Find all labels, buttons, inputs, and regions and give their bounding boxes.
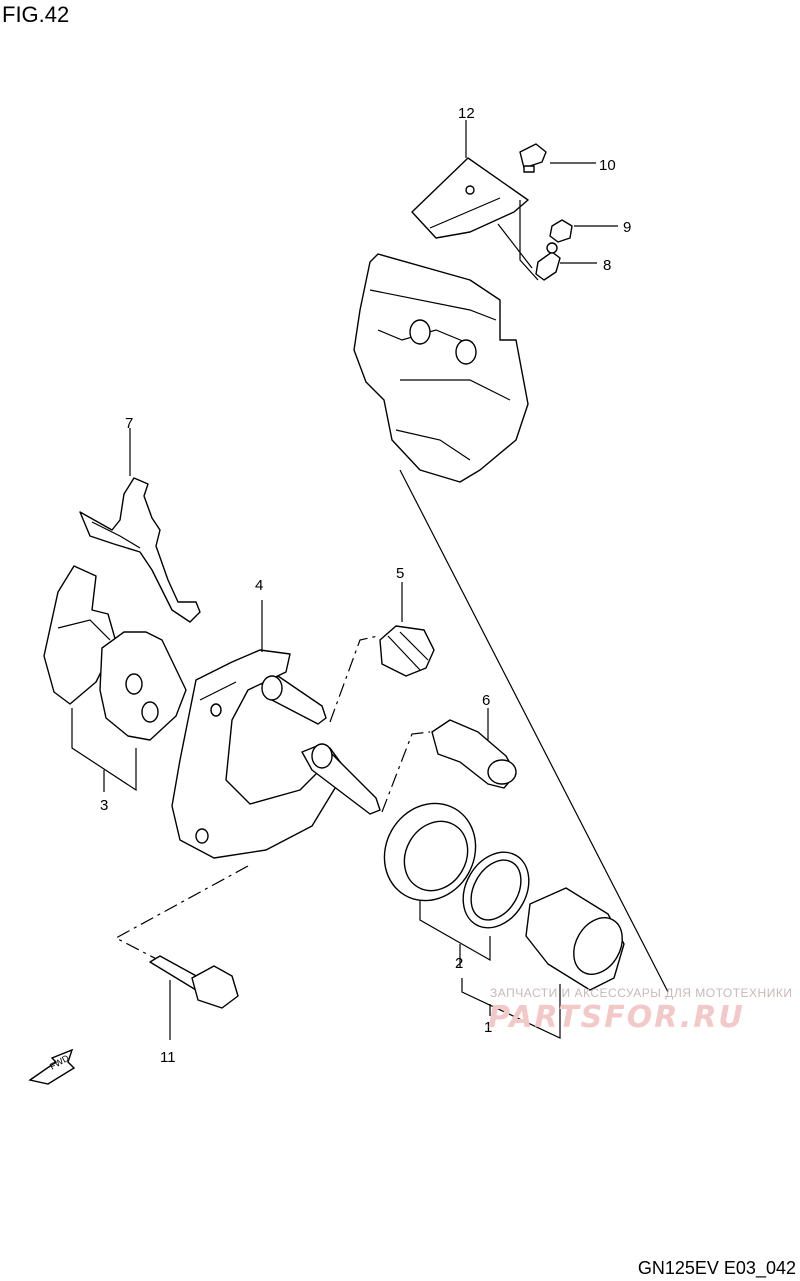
- label-10: 10: [599, 157, 616, 174]
- piston-part-1: [461, 887, 625, 1039]
- bleeder-valve-part-8: [535, 242, 597, 281]
- label-11: 11: [160, 1049, 176, 1066]
- figure-title: FIG.42: [2, 2, 70, 27]
- label-2: 2: [455, 955, 463, 972]
- label-7: 7: [125, 415, 133, 432]
- label-6: 6: [482, 692, 490, 709]
- caliper-cover-part-12: [411, 120, 529, 239]
- label-3: 3: [100, 797, 108, 814]
- label-12: 12: [458, 105, 475, 122]
- fwd-arrow-icon: FWD: [28, 1048, 76, 1085]
- bolt-part-11: [149, 955, 239, 1040]
- brake-pads-part-3: [43, 565, 187, 792]
- bolt-part-10: [519, 143, 596, 173]
- cap-part-9: [549, 219, 618, 243]
- label-5: 5: [396, 565, 404, 582]
- watermark-subtitle: ЗАПЧАСТИ И АКСЕССУАРЫ ДЛЯ МОТОТЕХНИКИ: [490, 986, 793, 1000]
- label-9: 9: [623, 219, 631, 236]
- dashed-leader-6: [381, 731, 431, 813]
- watermark-logo: PARTSFOR.RU: [488, 1000, 745, 1035]
- pin-boot-part-5: [379, 582, 435, 677]
- slide-pins: [261, 675, 381, 815]
- pad-spring-part-7: [79, 428, 201, 623]
- leader-line-part-1: [399, 469, 669, 993]
- pin-part-6: [431, 708, 517, 789]
- figure-code: GN125EV E03_042: [637, 1258, 796, 1278]
- piston-seals-part-2: [383, 802, 530, 968]
- label-1: 1: [484, 1019, 492, 1036]
- dashed-leader-11: [114, 865, 249, 967]
- dashed-leader-5: [329, 635, 379, 723]
- caliper-body: [353, 200, 539, 483]
- label-4: 4: [255, 577, 263, 594]
- label-8: 8: [603, 257, 611, 274]
- caliper-bracket-part-4: [171, 600, 347, 859]
